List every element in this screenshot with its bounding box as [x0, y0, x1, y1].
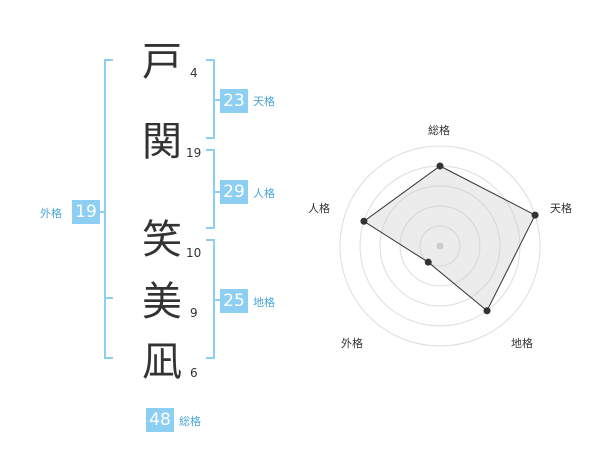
chikaku-value-badge: 25 — [220, 289, 248, 313]
radar-axis-label-chikaku: 地格 — [511, 337, 533, 350]
soukaku-value-badge: 48 — [146, 408, 174, 432]
radar-axis-label-gaikaku: 外格 — [341, 337, 363, 350]
radar-center-dot — [436, 242, 444, 250]
stroke-count-3: 10 — [186, 246, 202, 260]
radar-axis-label-tenkaku: 天格 — [550, 202, 572, 215]
name-char-1: 戸 — [142, 39, 182, 85]
gaikaku-bracket — [104, 59, 113, 359]
radar-axis-label-soukaku: 総格 — [428, 124, 450, 137]
radar-ring — [379, 185, 501, 307]
jinkaku-bracket — [206, 149, 215, 229]
chikaku-label: 地格 — [253, 296, 275, 309]
gaikaku-label: 外格 — [40, 207, 62, 220]
radar-point-3 — [483, 307, 491, 315]
name-char-2: 関 — [142, 119, 182, 165]
stroke-count-4: 9 — [190, 306, 198, 320]
stroke-count-1: 4 — [190, 66, 198, 80]
name-char-5: 凪 — [142, 339, 182, 385]
stroke-count-2: 19 — [186, 146, 202, 160]
radar-ring — [419, 225, 461, 267]
radar-point-2 — [531, 211, 539, 219]
soukaku-label: 総格 — [179, 415, 201, 428]
tenkaku-value-badge: 23 — [220, 89, 248, 113]
gaikaku-value-badge: 19 — [72, 200, 100, 224]
stroke-count-5: 6 — [190, 366, 198, 380]
jinkaku-label: 人格 — [253, 187, 275, 200]
tenkaku-label: 天格 — [253, 95, 275, 108]
radar-series-polygon — [363, 165, 536, 312]
radar-point-1 — [436, 162, 444, 170]
name-char-4: 美 — [142, 279, 182, 325]
radar-ring — [399, 205, 481, 287]
name-char-3: 笑 — [142, 217, 182, 263]
jinkaku-value-badge: 29 — [220, 180, 248, 204]
radar-point-5 — [360, 217, 368, 225]
radar-point-4 — [424, 258, 432, 266]
radar-axis-label-jinkaku: 人格 — [308, 202, 330, 215]
